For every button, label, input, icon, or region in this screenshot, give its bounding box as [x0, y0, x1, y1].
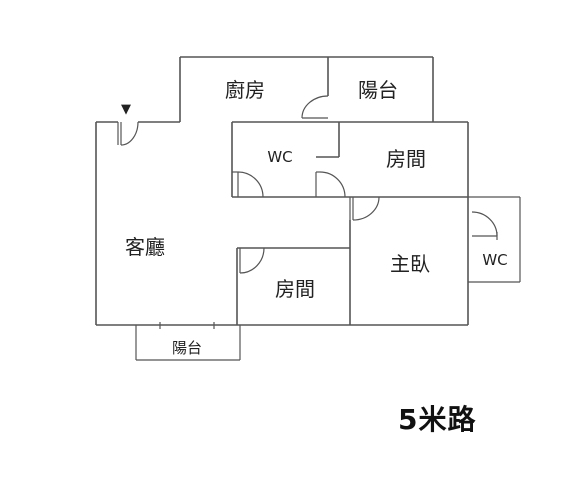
room-label-wc-left: WC [267, 148, 292, 166]
wc-right-walls [468, 196, 521, 283]
door-upper-bedroom [315, 171, 346, 198]
door-entrance [117, 121, 139, 146]
door-kitchen-balcony [301, 95, 329, 119]
balcony-bottom-walls [135, 322, 241, 361]
outer-walls [95, 56, 469, 326]
room-label-balcony-top: 陽台 [358, 78, 398, 102]
door-wc-right [471, 211, 498, 240]
room-label-living-room: 客廳 [125, 235, 165, 259]
room-label-wc-right: WC [482, 251, 507, 269]
wc-left-walls [231, 122, 352, 198]
room-label-kitchen: 廚房 [225, 78, 265, 102]
room-label-bedroom-lower: 房間 [275, 277, 315, 301]
street-label: 5米路 [398, 403, 477, 436]
door-lower-bedroom [239, 247, 265, 274]
room-label-balcony-bottom: 陽台 [172, 339, 202, 357]
door-wc-left [232, 171, 264, 198]
room-label-master-bedroom: 主臥 [390, 252, 430, 276]
door-master-bedroom [349, 196, 380, 221]
room-label-bedroom-upper: 房間 [386, 147, 426, 171]
lower-rooms-walls [236, 220, 351, 325]
kitchen-balcony-walls [232, 57, 468, 123]
entrance-marker: ▼ [121, 102, 131, 117]
